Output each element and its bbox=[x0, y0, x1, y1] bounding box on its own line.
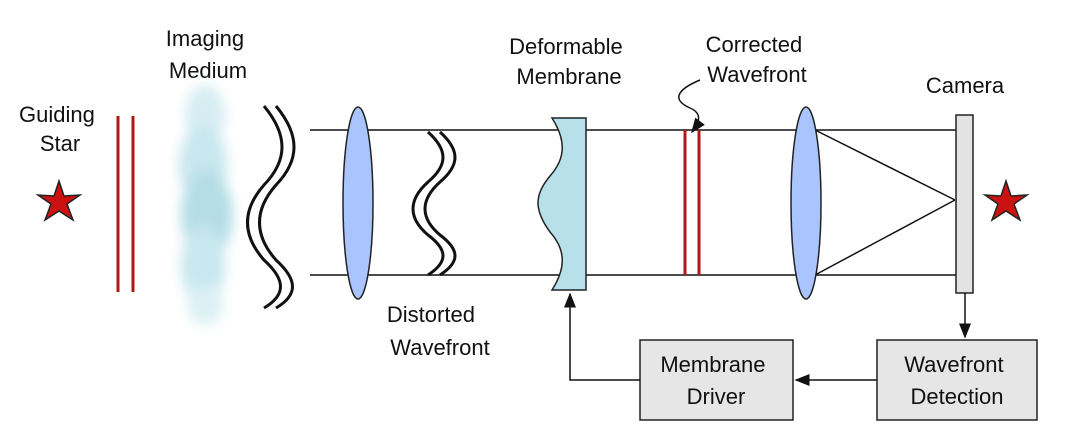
focusing-lens bbox=[790, 106, 822, 300]
image-star-icon bbox=[982, 178, 1030, 222]
deformable-membrane-label: Deformable Membrane bbox=[509, 34, 629, 89]
wavefront-detection-box bbox=[876, 339, 1038, 421]
membrane-driver-label: Membrane Driver bbox=[660, 352, 771, 409]
deformable-membrane bbox=[537, 117, 587, 291]
imaging-medium-cloud bbox=[179, 85, 233, 325]
distorted-wavefront-label: Distorted Wavefront bbox=[387, 302, 490, 360]
imaging-medium-label: Imaging Medium bbox=[166, 26, 250, 83]
collimating-lens bbox=[342, 106, 374, 300]
corrected-wavefront bbox=[683, 130, 701, 275]
camera-sensor bbox=[955, 114, 974, 294]
guiding-star-label: Guiding Star bbox=[19, 102, 101, 156]
camera-label: Camera bbox=[926, 73, 1005, 98]
corrected-wavefront-pointer bbox=[678, 79, 705, 134]
corrected-wavefront-label: Corrected Wavefront bbox=[706, 32, 809, 87]
distorted-wavefront bbox=[411, 130, 457, 277]
distorted-wave-lines bbox=[246, 105, 296, 310]
membrane-driver-box bbox=[639, 339, 794, 421]
guiding-star-icon bbox=[35, 178, 83, 222]
incoming-wavefront bbox=[116, 116, 135, 292]
beam-path bbox=[310, 129, 960, 276]
driver-to-membrane-arrow bbox=[564, 292, 640, 381]
wavefront-detection-label: Wavefront Detection bbox=[904, 352, 1010, 409]
